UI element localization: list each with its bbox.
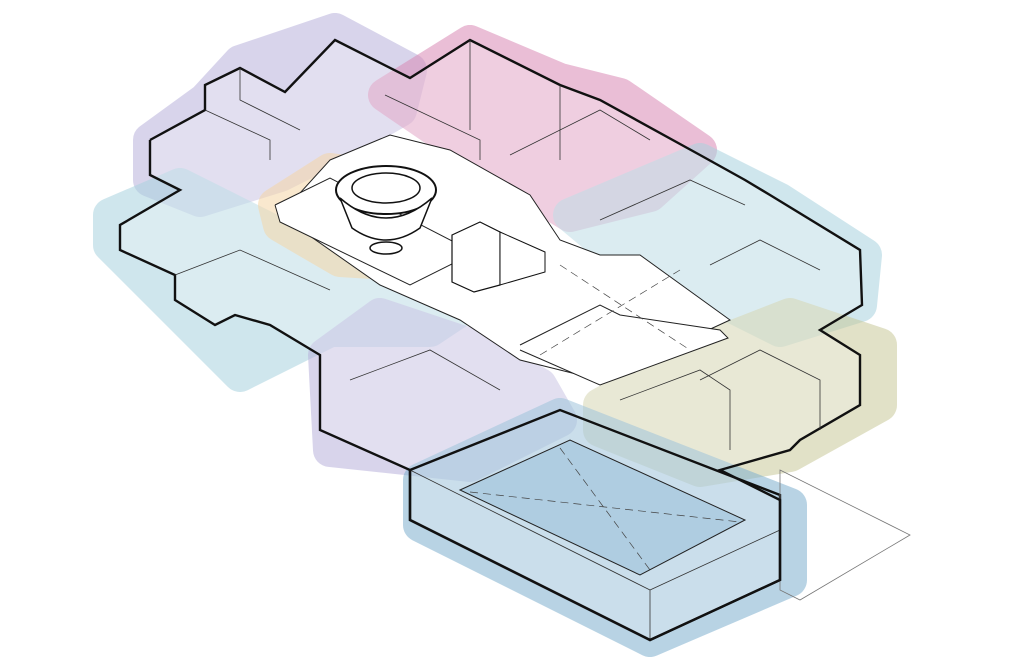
stair-core [451, 221, 546, 293]
courtyard-planter-east [519, 304, 729, 386]
program-zones [93, 13, 897, 657]
oculus-sculpture [335, 165, 437, 255]
interior-partitions [174, 40, 821, 450]
building-outline [118, 38, 864, 642]
skylight-diagonal [539, 269, 681, 356]
pool-basin [458, 439, 747, 576]
